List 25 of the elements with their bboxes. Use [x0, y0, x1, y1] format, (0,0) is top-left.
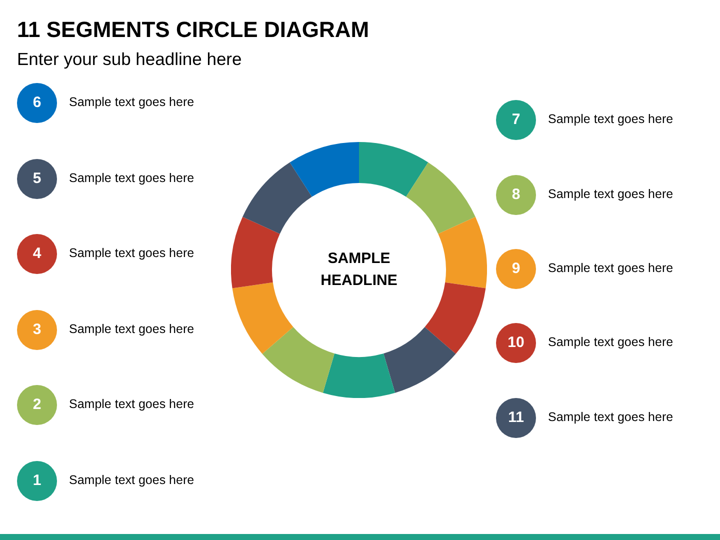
number-badge: 1: [17, 461, 57, 501]
number-badge: 8: [496, 175, 536, 215]
item-text: Sample text goes here: [548, 260, 674, 276]
number-badge: 4: [17, 234, 57, 274]
headline-text: SAMPLE HEADLINE: [320, 249, 398, 291]
number-badge: 3: [17, 310, 57, 350]
item-text: Sample text goes here: [548, 111, 674, 127]
number-badge: 5: [17, 159, 57, 199]
number-badge: 7: [496, 100, 536, 140]
number-badge: 9: [496, 249, 536, 289]
number-badge: 10: [496, 323, 536, 363]
item-text: Sample text goes here: [548, 186, 674, 202]
item-text: Sample text goes here: [69, 321, 194, 337]
subtitle: Enter your sub headline here: [17, 49, 242, 71]
number-badge: 6: [17, 83, 57, 123]
item-text: Sample text goes here: [69, 170, 194, 186]
item-text: Sample text goes here: [69, 396, 194, 412]
title: 11 SEGMENTS CIRCLE DIAGRAM: [17, 16, 370, 44]
number-badge: 11: [496, 398, 536, 438]
item-text: Sample text goes here: [548, 409, 674, 425]
item-text: Sample text goes here: [69, 94, 194, 110]
item-text: Sample text goes here: [69, 472, 194, 488]
number-badge: 2: [17, 385, 57, 425]
item-text: Sample text goes here: [69, 245, 194, 261]
item-text: Sample text goes here: [548, 334, 674, 350]
